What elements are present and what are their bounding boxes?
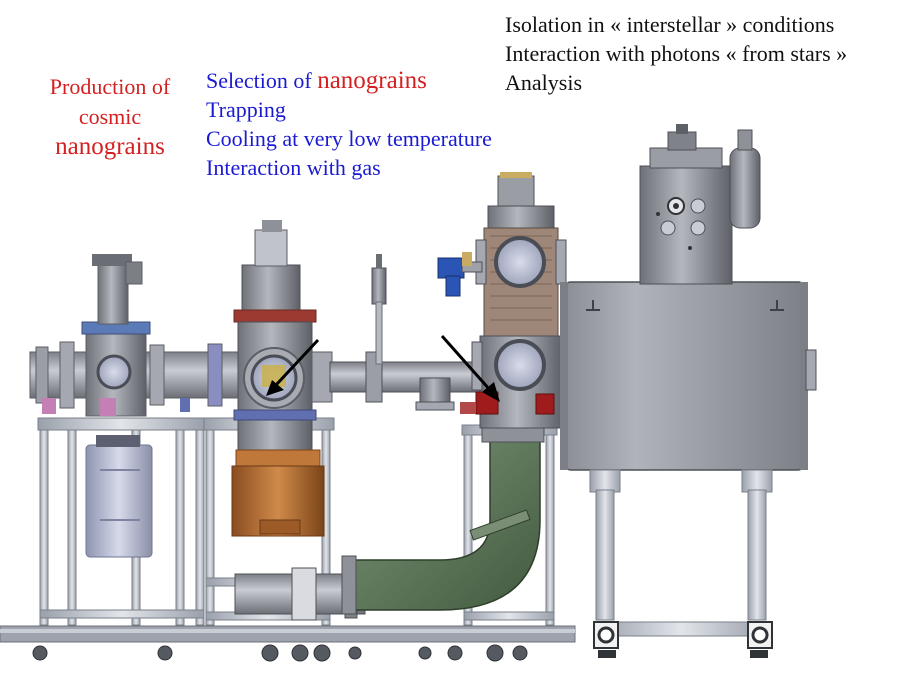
selection-line-1: Selection of nanograins [206, 66, 492, 95]
green-elbow-pipe [341, 439, 541, 615]
selection-line-2: Trapping [206, 97, 286, 122]
isolation-line-2: Interaction with photons « from stars » [505, 41, 848, 66]
selection-line-1-prefix: Selection of [206, 68, 318, 93]
middle-chamber [231, 220, 333, 537]
left-tube-assembly [29, 254, 246, 417]
selection-line-3: Cooling at very low temperature [206, 126, 492, 151]
tank-hooks [586, 300, 784, 311]
isolation-line-1: Isolation in « interstellar » conditions [505, 12, 835, 37]
selection-line-4: Interaction with gas [206, 155, 381, 180]
tall-center-chamber [437, 172, 571, 443]
left-pump [85, 435, 153, 558]
production-line-3: nanograins [55, 133, 165, 160]
isolation-line-3: Analysis [505, 70, 582, 95]
wheels [32, 644, 528, 662]
production-line-2: cosmic [78, 104, 142, 129]
middle-connector-pipe [329, 254, 491, 411]
production-label: Production of cosmic nanograins [30, 72, 190, 162]
isolation-label: Isolation in « interstellar » conditions… [505, 10, 847, 97]
production-line-1: Production of [49, 74, 171, 99]
pointer-arrows [266, 335, 500, 402]
selection-line-1-highlight: nanograins [317, 67, 427, 94]
base-rail [0, 625, 576, 643]
base-rail-highlight [0, 629, 575, 633]
big-tank [560, 124, 817, 658]
selection-label: Selection of nanograins Trapping Cooling… [206, 66, 492, 182]
